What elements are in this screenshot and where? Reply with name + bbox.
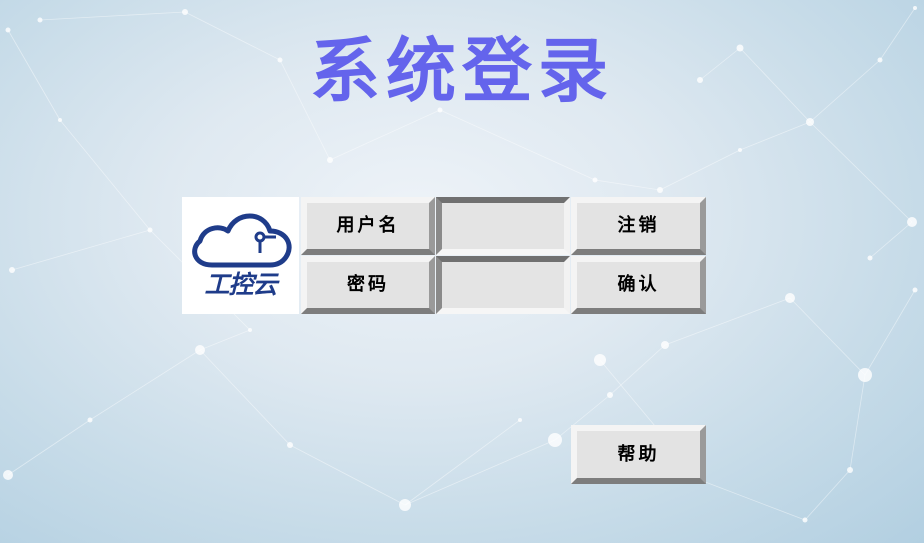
password-field[interactable]	[436, 256, 570, 314]
cloud-icon	[192, 213, 292, 268]
confirm-button-label: 确认	[617, 274, 660, 295]
password-label: 密码	[301, 256, 435, 314]
company-logo: 工控云	[182, 197, 299, 314]
username-input[interactable]	[442, 203, 564, 249]
logout-button-label: 注销	[617, 215, 660, 236]
page-title: 系统登录	[310, 29, 614, 112]
help-button[interactable]: 帮助	[571, 425, 706, 484]
password-label-text: 密码	[347, 274, 389, 295]
logout-button[interactable]: 注销	[571, 197, 706, 255]
username-field[interactable]	[436, 197, 570, 255]
logo-text: 工控云	[204, 270, 277, 299]
confirm-button[interactable]: 确认	[571, 256, 706, 314]
help-button-label: 帮助	[617, 444, 660, 465]
username-label-text: 用户名	[336, 215, 400, 236]
username-label: 用户名	[301, 197, 435, 255]
password-input[interactable]	[442, 262, 564, 308]
